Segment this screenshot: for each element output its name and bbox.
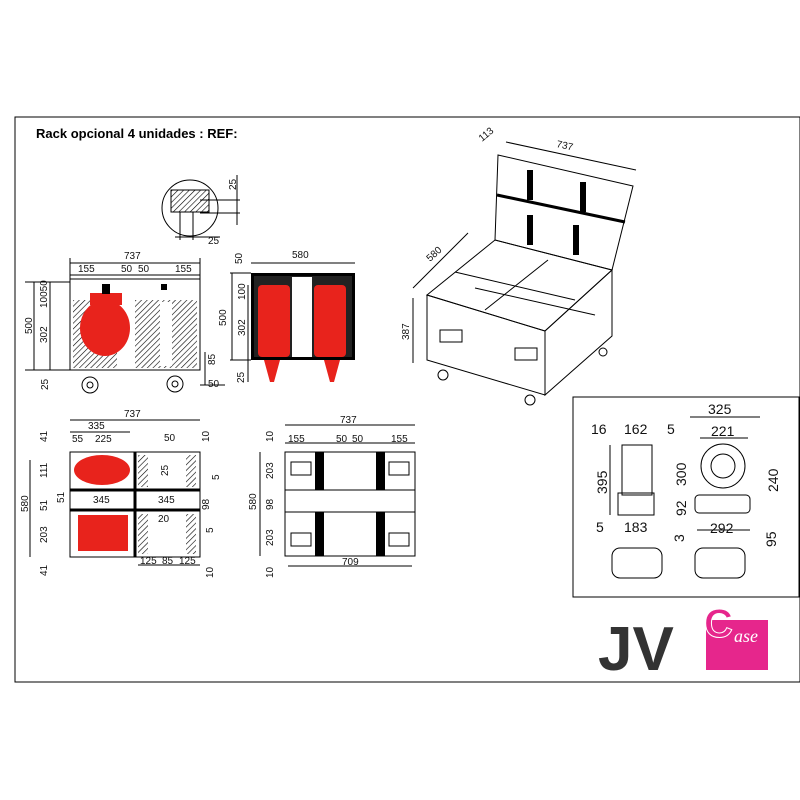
dim-label: 302 <box>237 319 248 336</box>
dim-label: 100 <box>237 283 248 300</box>
dim-label: 50 <box>138 264 150 275</box>
dim-label: 580 <box>20 495 31 512</box>
dim-label: 51 <box>56 491 67 503</box>
dim-label: 155 <box>391 434 408 445</box>
dim-label: 41 <box>39 430 50 442</box>
dim-label: 25 <box>208 236 220 247</box>
dim-label: 387 <box>401 323 412 340</box>
dim-label: 50 <box>121 264 133 275</box>
dim-label: 500 <box>218 309 229 326</box>
logo-mark-letter: C <box>704 602 733 646</box>
dim-label: 580 <box>248 493 259 510</box>
dim-label: 300 <box>673 462 689 486</box>
dim-label: 155 <box>78 264 95 275</box>
dim-label: 203 <box>39 526 50 543</box>
dim-label: 737 <box>340 415 357 426</box>
dim-label: 221 <box>711 423 735 439</box>
dim-label: 95 <box>763 531 779 547</box>
dim-label: 10 <box>201 430 212 442</box>
dim-label: 737 <box>124 409 141 420</box>
dim-label: 85 <box>162 556 174 567</box>
dim-label: 125 <box>179 556 196 567</box>
dim-label: 25 <box>228 178 239 190</box>
dim-label: 51 <box>39 499 50 511</box>
dim-label: 25 <box>236 371 247 383</box>
dim-label: 580 <box>292 250 309 261</box>
dim-label: 183 <box>624 519 648 535</box>
dim-label: 125 <box>140 556 157 567</box>
detail-view: 25 25 <box>161 175 240 247</box>
dim-label: 10 <box>205 566 216 578</box>
dim-label: 5 <box>667 421 675 437</box>
dim-label: 55 <box>72 434 84 445</box>
dim-label: 500 <box>24 317 35 334</box>
dim-label: 98 <box>265 498 276 510</box>
front-view: 580 50 100 500 302 25 <box>218 250 355 383</box>
bottom-view: 737 10 155 50 50 155 203 580 98 203 709 … <box>248 415 416 578</box>
dim-label: 92 <box>673 500 689 516</box>
dim-label: 302 <box>39 326 50 343</box>
dim-label: 25 <box>160 464 171 476</box>
dim-label: 25 <box>40 378 51 390</box>
dim-label: 16 <box>591 421 607 437</box>
dim-label: 85 <box>207 353 218 365</box>
dim-label: 737 <box>124 251 141 262</box>
dim-label: 5 <box>596 519 604 535</box>
dim-label: 10050 <box>39 280 50 308</box>
dim-label: 292 <box>710 520 734 536</box>
side-view: 737 155 50 50 155 500 10050 302 85 50 25 <box>24 251 225 394</box>
dim-label: 162 <box>624 421 648 437</box>
dim-label: 50 <box>336 434 348 445</box>
dim-label: 50 <box>352 434 364 445</box>
dim-label: 325 <box>708 401 732 417</box>
dim-label: 113 <box>477 125 497 144</box>
dim-label: 5 <box>211 474 222 480</box>
dim-label: 345 <box>93 495 110 506</box>
dim-label: 580 <box>425 245 445 265</box>
dim-label: 10 <box>265 566 276 578</box>
logo-mark-text: ase <box>734 626 758 646</box>
dim-label: 709 <box>342 557 359 568</box>
sheet-title: Rack opcional 4 unidades : REF: <box>36 126 238 141</box>
sheet-frame <box>14 116 800 683</box>
dim-label: 111 <box>39 462 50 478</box>
dim-label: 203 <box>265 462 276 479</box>
dim-label: 335 <box>88 421 105 432</box>
dim-label: 98 <box>201 498 212 510</box>
dim-label: 737 <box>555 139 574 153</box>
jv-case-logo: JV C ase <box>598 602 768 684</box>
dim-label: 240 <box>765 468 781 492</box>
dim-label: 50 <box>208 379 220 390</box>
dim-label: 345 <box>158 495 175 506</box>
dim-label: 5 <box>205 527 216 533</box>
logo-main-text: JV <box>598 615 674 684</box>
dim-label: 3 <box>671 534 687 542</box>
isometric-case-view: 113 737 580 387 <box>401 125 637 406</box>
fixture-dimensions-panel: 325 16 162 5 221 395 300 240 92 5 183 29… <box>572 396 800 598</box>
dim-label: 10 <box>265 430 276 442</box>
top-view: 737 335 55 225 50 10 41 111 580 51 51 20… <box>20 409 222 578</box>
dim-label: 41 <box>39 564 50 576</box>
dim-label: 155 <box>175 264 192 275</box>
dim-label: 50 <box>234 252 245 264</box>
dim-label: 395 <box>594 470 610 494</box>
dim-label: 50 <box>164 433 176 444</box>
dim-label: 225 <box>95 434 112 445</box>
dim-label: 155 <box>288 434 305 445</box>
dim-label: 20 <box>158 514 170 525</box>
dim-label: 203 <box>265 529 276 546</box>
